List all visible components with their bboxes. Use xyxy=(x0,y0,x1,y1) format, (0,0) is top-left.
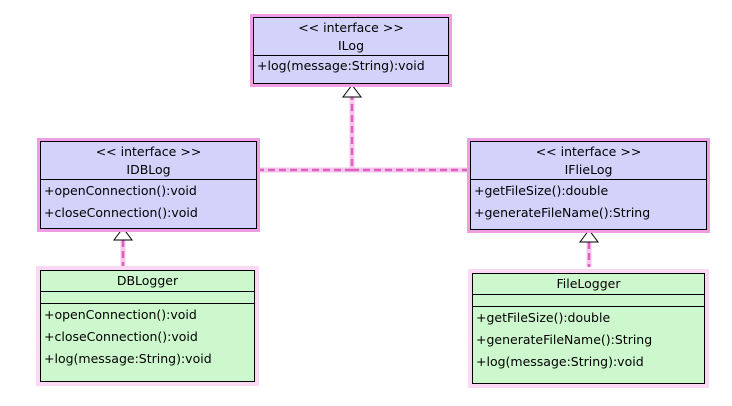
class-header: << interface >> IFlieLog xyxy=(471,142,706,180)
realization-line-idblog-ilog xyxy=(257,97,354,172)
operations-compartment: +getFileSize():double +generateFileName(… xyxy=(471,180,706,224)
stereotype-label: << interface >> xyxy=(95,144,202,159)
class-name: DBLogger xyxy=(116,273,179,288)
interface-ifilelog[interactable]: << interface >> IFlieLog +getFileSize():… xyxy=(470,141,707,230)
operation: +getFileSize():double xyxy=(474,183,609,198)
operations-compartment: +log(message:String):void xyxy=(254,56,448,76)
class-name: IDBLog xyxy=(126,162,171,177)
realization-arrowhead-ilog xyxy=(342,84,362,98)
class-filelogger[interactable]: FileLogger +getFileSize():double +genera… xyxy=(472,273,705,384)
operation: +log(message:String):void xyxy=(257,58,425,73)
operation: +openConnection():void xyxy=(44,307,197,322)
class-header: << interface >> IDBLog xyxy=(41,142,256,180)
operation: +closeConnection():void xyxy=(44,329,198,344)
stereotype-label: << interface >> xyxy=(535,144,642,159)
operation: +getFileSize():double xyxy=(476,310,611,325)
realization-arrowhead-ifilelog xyxy=(579,229,599,243)
operation: +generateFileName():String xyxy=(474,205,651,220)
class-name: ILog xyxy=(337,38,364,53)
class-header: << interface >> ILog xyxy=(254,18,448,56)
operation: +log(message:String):void xyxy=(476,354,644,369)
attributes-compartment xyxy=(473,295,704,307)
class-dblogger[interactable]: DBLogger +openConnection():void +closeCo… xyxy=(40,270,255,382)
stereotype-label: << interface >> xyxy=(298,20,404,35)
operation: +log(message:String):void xyxy=(44,351,212,366)
class-header: DBLogger xyxy=(41,271,254,292)
operation: +closeConnection():void xyxy=(44,205,198,220)
operations-compartment: +openConnection():void +closeConnection(… xyxy=(41,180,256,224)
operation: +openConnection():void xyxy=(44,183,197,198)
realization-arrowhead-idblog xyxy=(113,227,133,241)
interface-ilog[interactable]: << interface >> ILog +log(message:String… xyxy=(253,17,449,84)
interface-idblog[interactable]: << interface >> IDBLog +openConnection()… xyxy=(40,141,257,229)
operations-compartment: +openConnection():void +closeConnection(… xyxy=(41,304,254,370)
operation: +generateFileName():String xyxy=(476,332,653,347)
class-name: FileLogger xyxy=(556,276,621,291)
attributes-compartment xyxy=(41,292,254,304)
class-name: IFlieLog xyxy=(564,162,613,177)
operations-compartment: +getFileSize():double +generateFileName(… xyxy=(473,307,704,373)
class-header: FileLogger xyxy=(473,274,704,295)
